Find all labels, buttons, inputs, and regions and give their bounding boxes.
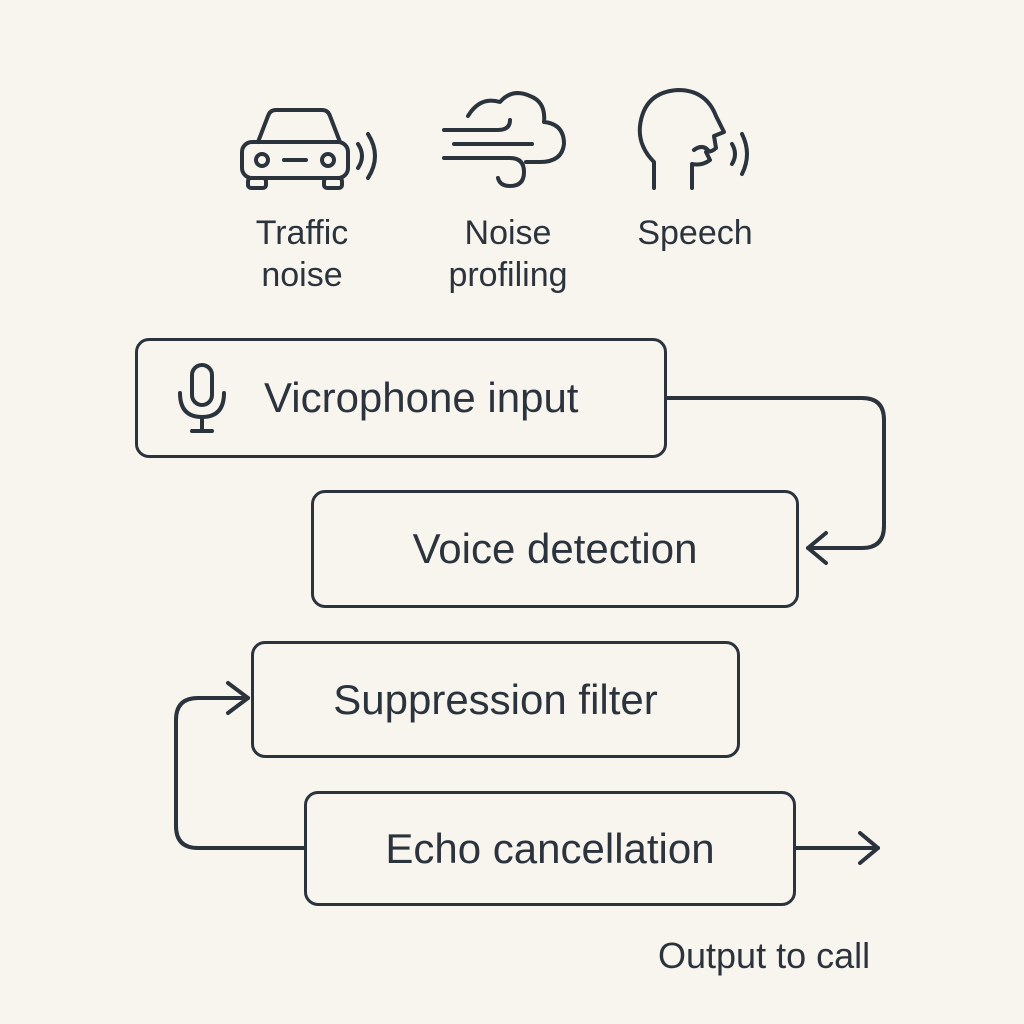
source-label-traffic-noise: Traffic noise	[255, 214, 349, 294]
output-label: Output to call	[658, 935, 871, 976]
car-noise-icon	[240, 108, 377, 190]
source-label-noise-profiling: Noise profiling	[448, 214, 568, 294]
speaking-head-icon	[637, 88, 749, 190]
voice-detection-box: Voice detection	[311, 490, 799, 608]
voice-detection-label: Voice detection	[412, 525, 698, 572]
microphone-icon	[178, 363, 226, 433]
microphone-input-box: Vicrophone input	[135, 338, 667, 458]
connector-echo-to-suppression	[174, 696, 307, 850]
echo-cancellation-label: Echo cancellation	[385, 824, 715, 872]
arrowhead-suppression	[226, 681, 250, 715]
wind-cloud-icon	[442, 91, 566, 188]
suppression-filter-box: Suppression filter	[251, 641, 740, 758]
suppression-filter-label: Suppression filter	[333, 675, 658, 723]
echo-cancellation-box: Echo cancellation	[304, 791, 796, 906]
arrowhead-voice	[806, 531, 828, 565]
microphone-input-label: Vicrophone input	[264, 374, 579, 421]
source-label-speech: Speech	[637, 214, 753, 252]
arrowhead-output	[858, 831, 880, 865]
connector-mic-to-voice	[663, 396, 886, 550]
